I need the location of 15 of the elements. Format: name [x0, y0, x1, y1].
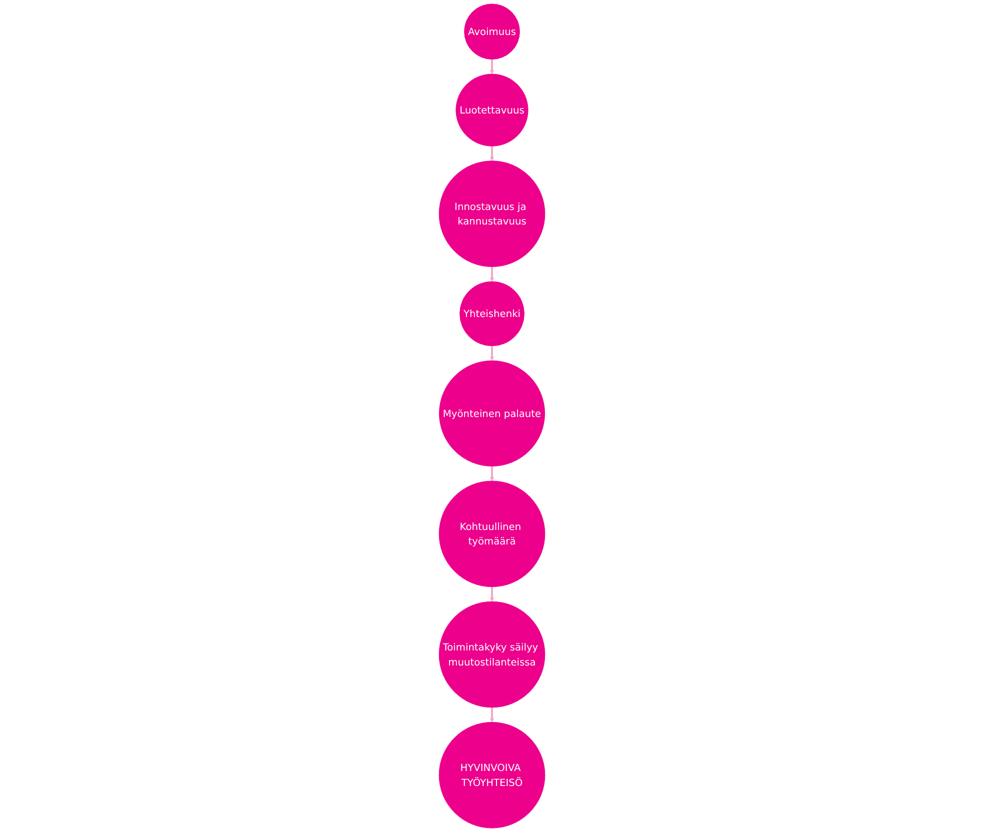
node-circle: Avoimuus	[464, 4, 520, 60]
node-circle: Kohtuullinen työmäärä	[438, 480, 546, 588]
node-circle: Innostavuus ja kannustavuus	[438, 160, 546, 267]
node-circle: Luotettavuus	[456, 74, 528, 146]
node-circle: Toimintakyky säilyy muutostilanteissa	[438, 601, 546, 708]
arrow	[490, 146, 494, 162]
node-circle: HYVINVOIVA TYÖYHTEISÖ	[438, 722, 546, 828]
arrow	[490, 266, 494, 282]
arrow	[490, 586, 494, 602]
arrow	[490, 59, 494, 74]
node-circle: Yhteishenki	[460, 281, 524, 346]
arrow	[490, 466, 494, 482]
node-circle: Myönteinen palaute	[439, 360, 545, 466]
arrow	[490, 707, 494, 722]
arrow	[490, 346, 494, 361]
